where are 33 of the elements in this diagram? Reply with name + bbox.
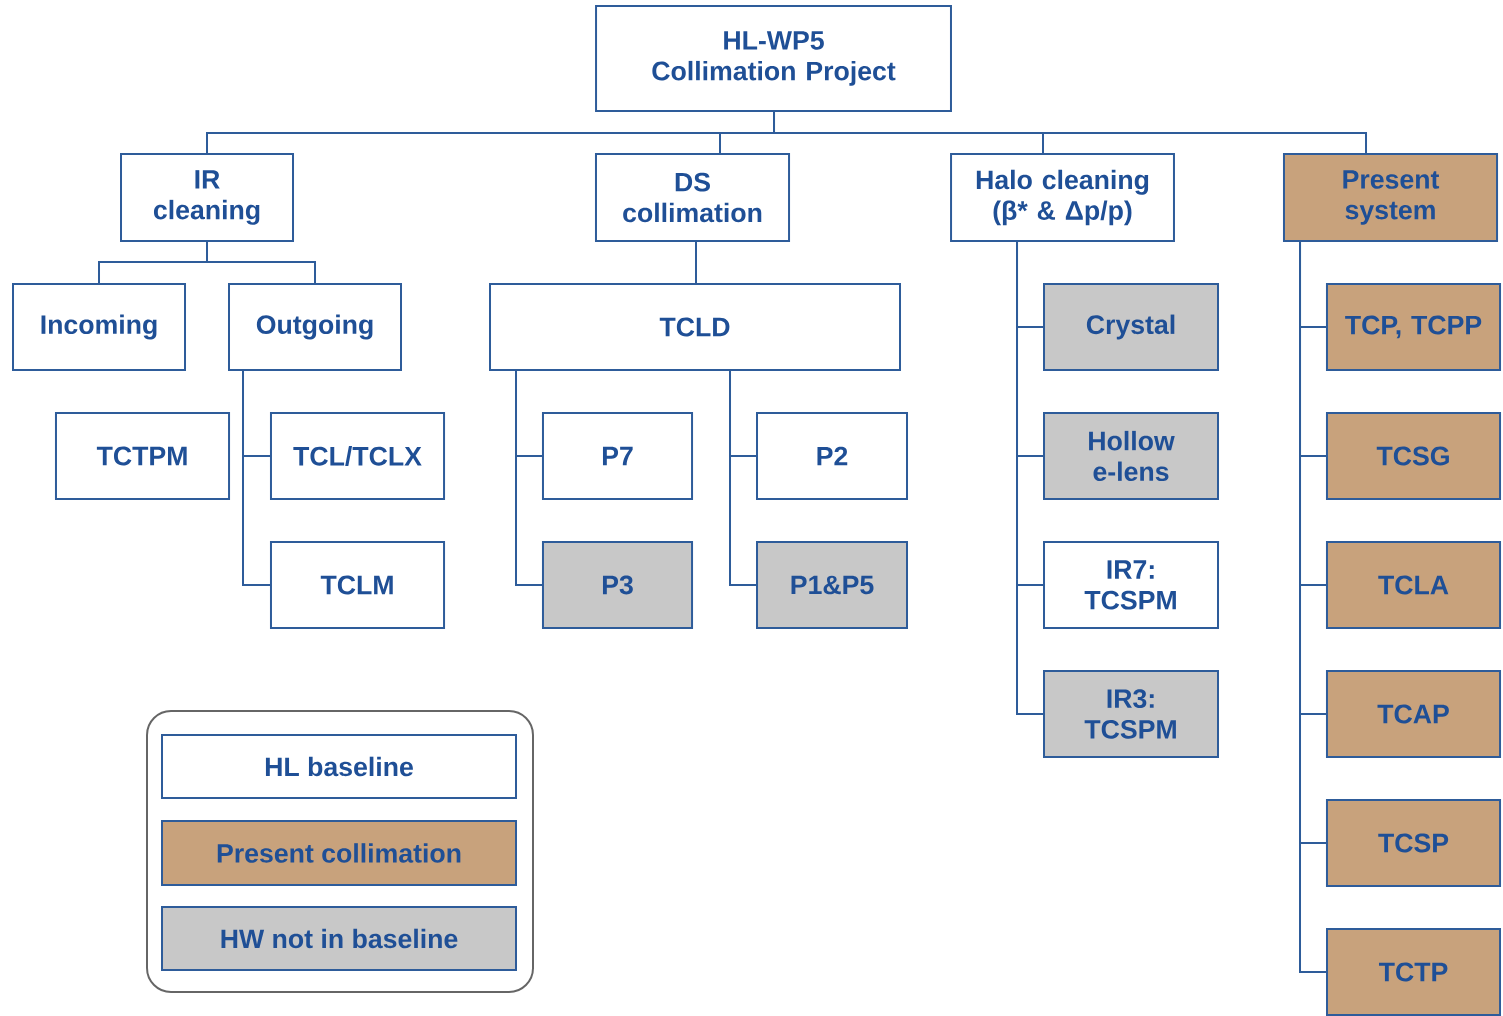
legend-item: HW not in baseline: [161, 906, 517, 971]
box: Halo cleaning (β* & Δp/p): [950, 153, 1175, 242]
box: TCTP: [1326, 928, 1502, 1016]
box: TCL/TCLX: [270, 412, 446, 500]
legend-item: HL baseline: [161, 734, 517, 799]
legend-item: Present collimation: [161, 820, 517, 886]
connector-line: [729, 369, 758, 586]
connector-line: [206, 240, 316, 285]
box: TCLD: [489, 283, 901, 371]
box: IR3: TCSPM: [1043, 670, 1219, 758]
box: TCSG: [1326, 412, 1502, 500]
box: TCTPM: [55, 412, 231, 500]
box: P3: [541, 541, 694, 629]
box: Crystal: [1043, 283, 1219, 371]
box: IR cleaning: [120, 153, 294, 242]
connector-line: [242, 369, 272, 586]
box: P7: [541, 412, 694, 500]
box: TCLM: [270, 541, 446, 629]
box: TCSP: [1326, 799, 1502, 887]
box: DS collimation: [595, 153, 791, 242]
box: Hollow e-lens: [1043, 412, 1219, 500]
box: P1&P5: [756, 541, 908, 629]
connector-line: [515, 369, 544, 586]
box: TCAP: [1326, 670, 1502, 758]
box: Present system: [1283, 153, 1499, 242]
box: Incoming: [12, 283, 186, 371]
box: IR7: TCSPM: [1043, 541, 1219, 629]
connector-line: [695, 240, 697, 285]
box: P2: [756, 412, 908, 500]
box: Outgoing: [228, 283, 402, 371]
box: TCLA: [1326, 541, 1502, 629]
box: HL-WP5 Collimation Project: [595, 4, 952, 112]
box: TCP, TCPP: [1326, 283, 1502, 371]
